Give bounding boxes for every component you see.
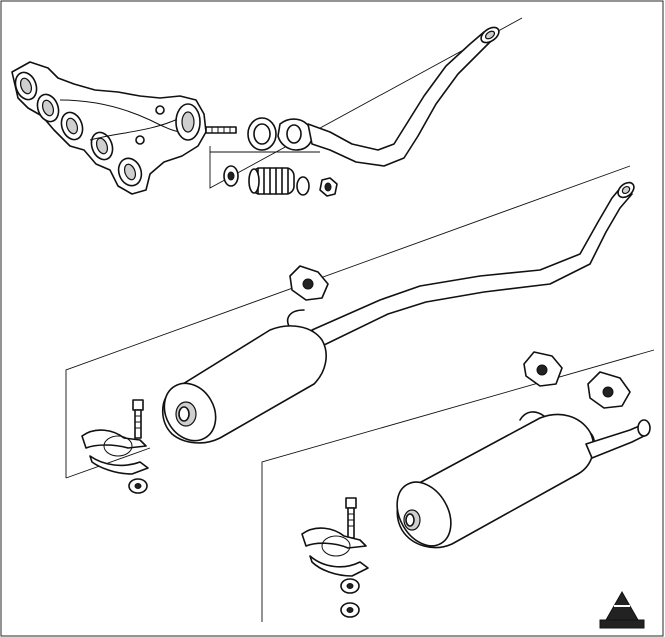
rear-silencer	[396, 413, 595, 549]
front-downpipe	[307, 26, 500, 167]
box-outline-centre	[65, 165, 631, 478]
centre-silencer	[161, 325, 327, 444]
rubber-mounting	[289, 265, 329, 301]
clamp-half	[301, 527, 369, 577]
intermediate-pipe	[286, 181, 635, 347]
box-outline-front	[209, 17, 523, 189]
front-section	[11, 17, 523, 197]
rubber-mounting	[587, 371, 631, 409]
clamp-bolt	[345, 497, 357, 539]
clamp-nut	[128, 478, 148, 494]
tail-pipe	[585, 419, 651, 459]
clamp-half	[81, 429, 149, 475]
exhaust-manifold	[11, 61, 207, 195]
nut	[296, 176, 338, 197]
publisher-logo	[599, 590, 645, 629]
box-outline-rear	[261, 349, 655, 622]
coil-spring	[248, 167, 295, 195]
rubber-mounting	[523, 351, 563, 387]
manifold-stud	[205, 126, 237, 134]
clamp-bolt	[132, 399, 144, 439]
flange-gasket	[247, 117, 313, 151]
clamp-nut	[340, 578, 360, 618]
box-outline-centre-bottom	[65, 447, 151, 479]
centre-section	[65, 165, 635, 494]
spring-washer	[223, 165, 239, 187]
rear-section	[261, 349, 655, 622]
